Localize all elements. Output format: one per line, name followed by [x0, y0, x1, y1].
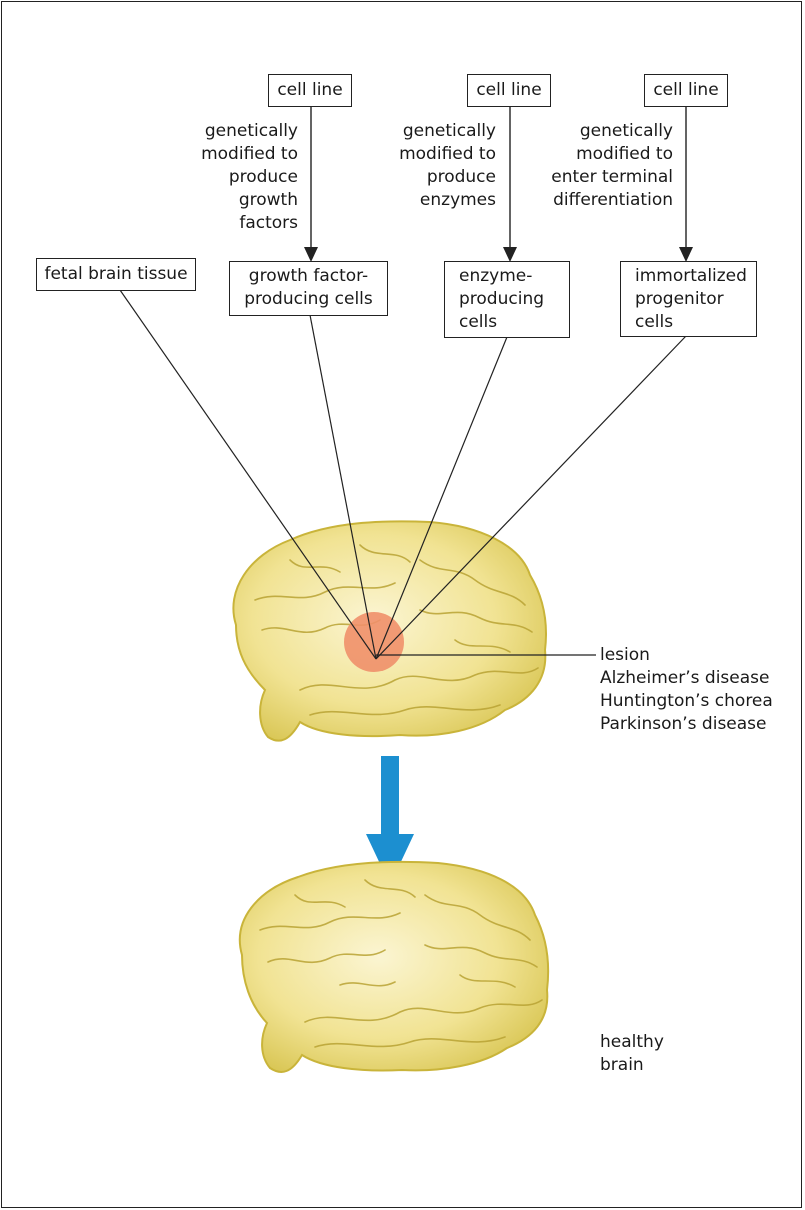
healthy-brain-label: healthy brain [600, 1031, 664, 1077]
brain-with-lesion [233, 521, 546, 740]
cell-line-label-3: cell line [653, 80, 718, 100]
cell-line-label-2: cell line [476, 80, 541, 100]
source-box-enzyme: enzyme- producing cells [444, 261, 570, 338]
disease-label-alzheimers: Alzheimer’s disease [600, 667, 773, 690]
brain-healthy [240, 862, 548, 1072]
lesion-label: lesion [600, 644, 773, 667]
lesion-spot [344, 612, 404, 672]
source-box-growth-factor: growth factor- producing cells [229, 261, 388, 316]
arrowhead-1 [304, 247, 318, 262]
lesion-labels: lesion Alzheimer’s disease Huntington’s … [600, 644, 773, 736]
cell-line-note-3: genetically modified to enter terminal d… [493, 120, 673, 212]
cell-line-box-1: cell line [268, 74, 352, 107]
arrowhead-3 [679, 247, 693, 262]
source-box-immortalized: immortalized progenitor cells [620, 261, 757, 337]
cell-line-box-2: cell line [467, 74, 551, 107]
disease-label-parkinsons: Parkinson’s disease [600, 713, 773, 736]
cell-line-label-1: cell line [277, 80, 342, 100]
arrowhead-2 [503, 247, 517, 262]
cell-line-note-1: genetically modified to produce growth f… [128, 120, 298, 235]
cell-line-note-2: genetically modified to produce enzymes [326, 120, 496, 212]
disease-label-huntingtons: Huntington’s chorea [600, 690, 773, 713]
cell-line-box-3: cell line [644, 74, 728, 107]
source-box-fetal-brain: fetal brain tissue [36, 258, 196, 291]
